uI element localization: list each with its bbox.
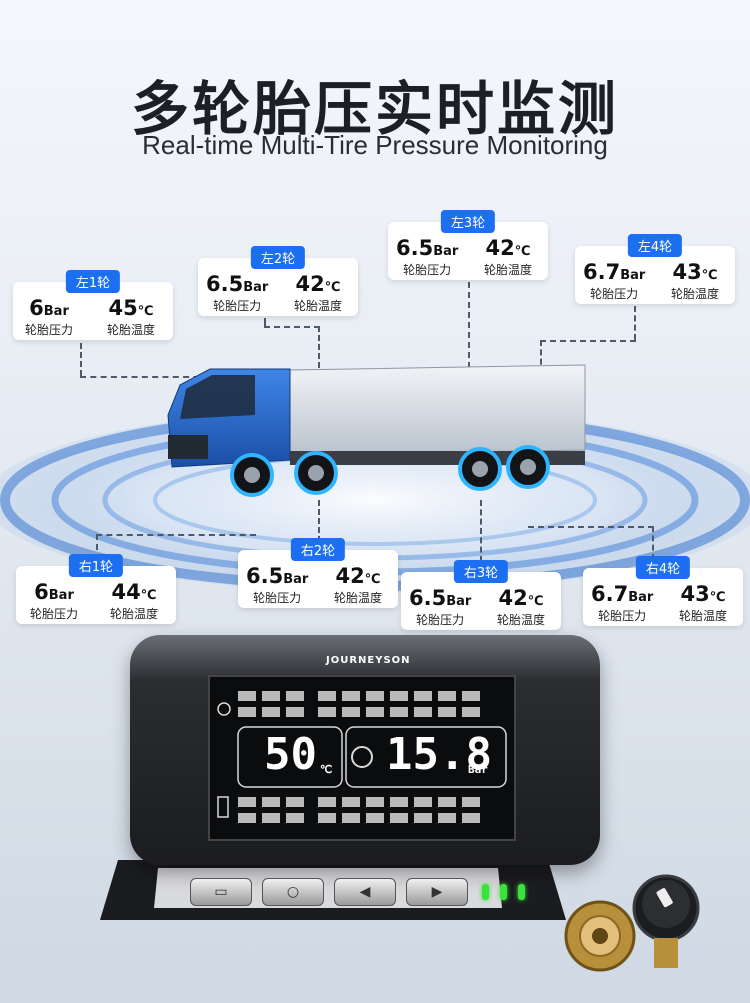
tire-card-name: 右1轮	[68, 554, 124, 577]
tire-pressure-label: 轮胎压力	[416, 613, 465, 627]
tire-temp-label: 轮胎温度	[110, 607, 159, 621]
tire-pressure-value: 6.5	[206, 272, 244, 296]
tire-pressure-label: 轮胎压力	[30, 607, 79, 621]
wheel-rear-2	[506, 445, 550, 489]
tire-pressure-value: 6	[34, 580, 49, 604]
tire-temp-value: 42	[335, 564, 365, 588]
tire-pressure-label: 轮胎压力	[403, 263, 452, 277]
pressure-reading: 15.8	[386, 729, 492, 780]
connector-r4	[652, 526, 654, 560]
connector-l1h	[80, 376, 220, 378]
status-led-2	[500, 884, 507, 900]
tire-sensors	[564, 874, 700, 972]
tire-pressure-value: 6	[29, 296, 44, 320]
temp-reading: 50	[264, 729, 317, 780]
connector-l3	[468, 282, 470, 378]
connector-l2v	[318, 326, 320, 368]
tire-temp-value: 45	[108, 296, 138, 320]
tire-card-name: 左3轮	[440, 210, 496, 233]
connector-l4v	[540, 340, 542, 374]
tire-card-name: 右3轮	[453, 560, 509, 583]
temp-unit: ℃	[320, 763, 333, 776]
battery-icon	[217, 796, 229, 818]
pressure-unit: Bar	[468, 763, 488, 776]
tire-card-name: 左1轮	[65, 270, 121, 293]
wheel-rear	[458, 447, 502, 491]
tire-temp-label: 轮胎温度	[484, 263, 533, 277]
next-button[interactable]: ▶	[406, 878, 468, 906]
tire-temp-label: 轮胎温度	[671, 287, 720, 301]
connector-r1h	[96, 534, 256, 536]
tire-temp-value: 42	[295, 272, 325, 296]
lcd-segments	[217, 691, 507, 823]
status-led-3	[518, 884, 525, 900]
tire-pressure-value: 6.5	[409, 586, 447, 610]
brass-sensor-icon	[564, 900, 636, 972]
lcd-screen: 50 ℃ 15.8 Bar	[208, 675, 516, 841]
tire-card-name: 右4轮	[635, 556, 691, 579]
tire-card-name: 左2轮	[250, 246, 306, 269]
connector-r4h	[528, 526, 654, 528]
tire-card-name: 左4轮	[627, 234, 683, 257]
menu-button[interactable]: ▭	[190, 878, 252, 906]
tire-pressure-label: 轮胎压力	[213, 299, 262, 313]
tire-pressure-label: 轮胎压力	[25, 323, 74, 337]
wheel-front	[230, 453, 274, 497]
tire-warning-icon	[351, 746, 373, 768]
black-sensor-icon	[632, 874, 700, 968]
tire-temp-value: 43	[672, 260, 702, 284]
connector-l4h	[540, 340, 636, 342]
confirm-button[interactable]: ○	[262, 878, 324, 906]
tire-temp-label: 轮胎温度	[107, 323, 156, 337]
connector-r3	[480, 500, 482, 562]
tire-temp-value: 42	[498, 586, 528, 610]
tire-card-name: 右2轮	[290, 538, 346, 561]
sun-icon	[217, 702, 231, 716]
truck-illustration	[167, 364, 586, 497]
tire-pressure-value: 6.5	[396, 236, 434, 260]
tire-temp-value: 43	[680, 582, 710, 606]
prev-button[interactable]: ◀	[334, 878, 396, 906]
tire-temp-value: 42	[485, 236, 515, 260]
connector-r2	[318, 500, 320, 542]
tire-pressure-label: 轮胎压力	[253, 591, 302, 605]
tire-temp-label: 轮胎温度	[334, 591, 383, 605]
brand-logo: JOURNEYSON	[326, 655, 411, 666]
tire-temp-label: 轮胎温度	[294, 299, 343, 313]
tire-temp-value: 44	[111, 580, 141, 604]
connector-l2h	[264, 326, 320, 328]
page-subtitle: Real-time Multi-Tire Pressure Monitoring	[142, 130, 608, 160]
wheel-front-2	[294, 451, 338, 495]
tire-temp-label: 轮胎温度	[497, 613, 546, 627]
status-led-1	[482, 884, 489, 900]
tire-pressure-value: 6.5	[246, 564, 284, 588]
tire-pressure-label: 轮胎压力	[598, 609, 647, 623]
tire-pressure-value: 6.7	[583, 260, 621, 284]
connector-l2	[264, 318, 266, 328]
page-title: 多轮胎压实时监测	[130, 75, 619, 143]
connector-l1	[80, 334, 82, 376]
connector-l4	[634, 306, 636, 340]
connector-r1	[96, 534, 98, 560]
tire-pressure-value: 6.7	[591, 582, 629, 606]
tire-pressure-label: 轮胎压力	[590, 287, 639, 301]
tire-temp-label: 轮胎温度	[679, 609, 728, 623]
tpms-monitor: JOURNEYSON 50 ℃ 15.8 Bar	[130, 635, 600, 865]
